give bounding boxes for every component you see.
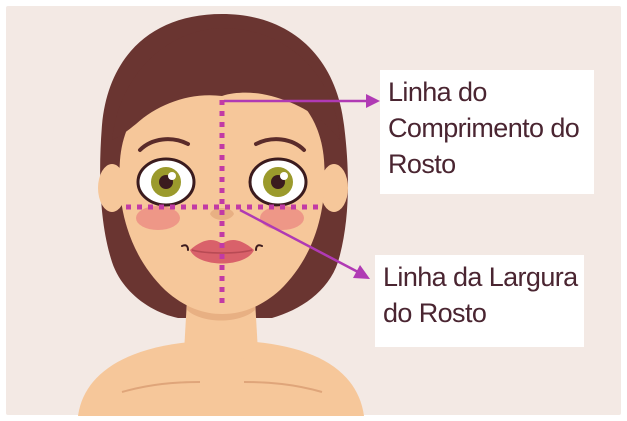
face-length-label: Linha do Comprimento do Rosto <box>380 70 594 194</box>
face-width-label-line-1: Linha da Largura <box>383 262 578 292</box>
width-arrow-line <box>239 208 359 274</box>
right-cheek <box>260 206 304 230</box>
face-length-label-line-3: Rosto <box>388 149 456 179</box>
right-eyebrow <box>254 137 306 152</box>
collarbone-left <box>121 381 201 393</box>
face-width-label-line-2: do Rosto <box>383 298 487 328</box>
width-arrowhead <box>353 265 370 279</box>
hair-bangs <box>112 28 340 140</box>
left-cheek <box>136 206 180 230</box>
face-width-label: Linha da Largura do Rosto <box>375 255 584 347</box>
right-ear <box>320 164 348 212</box>
face-length-label-line-1: Linha do <box>388 77 487 107</box>
length-arrowhead <box>366 94 380 108</box>
shoulders <box>78 342 364 416</box>
face-length-label-line-2: Comprimento do <box>388 113 580 143</box>
right-eye <box>248 157 308 207</box>
left-eye <box>136 157 196 207</box>
dimple-left <box>181 244 189 251</box>
left-ear <box>98 164 126 212</box>
dimple-right <box>255 244 263 251</box>
lips <box>190 240 254 264</box>
collarbone-right <box>243 381 323 393</box>
lips-line <box>191 249 253 254</box>
left-eyebrow <box>138 137 190 152</box>
